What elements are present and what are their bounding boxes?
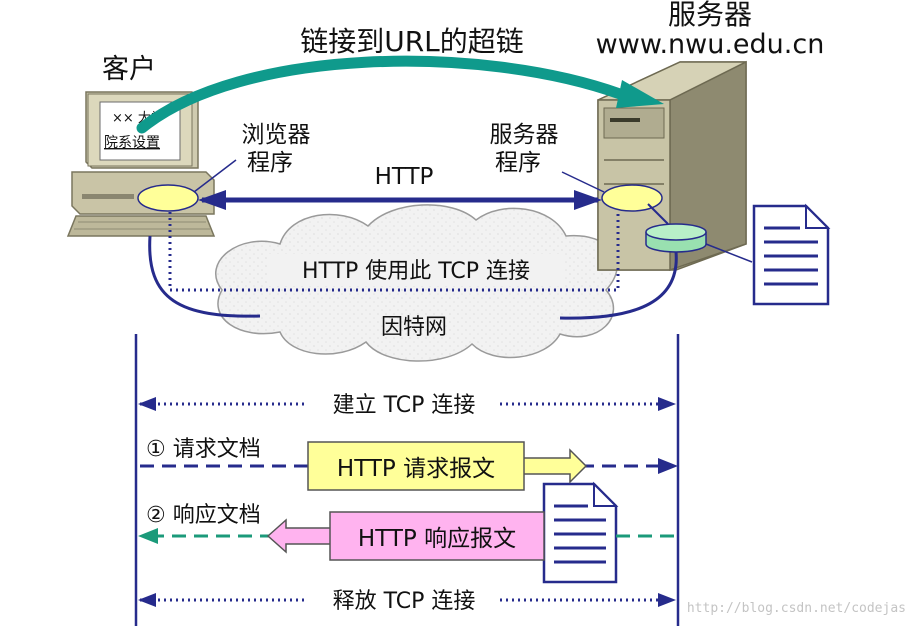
http-arrow-right xyxy=(574,190,602,210)
internet-label: 因特网 xyxy=(381,315,447,340)
request-message-label: HTTP 请求报文 xyxy=(337,456,495,482)
release-tcp-label: 释放 TCP 连接 xyxy=(333,589,476,614)
server-document-icon xyxy=(752,203,831,306)
release-arrow-left xyxy=(138,593,156,607)
watermark: http://blog.csdn.net/codejas xyxy=(687,601,906,616)
request-arrow xyxy=(658,458,678,474)
client-internet-wire xyxy=(148,235,261,318)
server-title: 服务器 xyxy=(668,0,752,31)
request-message-box xyxy=(307,441,525,491)
server-host: www.nwu.edu.cn xyxy=(596,29,825,60)
response-block-arrow xyxy=(266,518,333,554)
server-program-node xyxy=(601,184,663,212)
establish-tcp-label: 建立 TCP 连接 xyxy=(333,393,476,418)
response-document-icon xyxy=(542,481,619,584)
request-block-arrow xyxy=(521,448,588,484)
program-db-link xyxy=(647,203,669,225)
http-arrow-left xyxy=(198,190,226,210)
response-message-label: HTTP 响应报文 xyxy=(358,526,516,552)
tcp-connection-path xyxy=(168,212,620,292)
tcp-usage-label: HTTP 使用此 TCP 连接 xyxy=(302,259,530,284)
server-program-label-line1: 服务器 xyxy=(490,122,559,148)
db-doc-link xyxy=(705,243,753,263)
server-label-pointer xyxy=(561,171,605,193)
hyperlink-arrow xyxy=(136,55,626,134)
browser-label-line1: 浏览器 xyxy=(242,122,311,148)
client-title: 客户 xyxy=(102,54,156,85)
response-step-label: ② 响应文档 xyxy=(146,503,261,528)
request-step-label: ① 请求文档 xyxy=(146,437,261,462)
response-message-box xyxy=(329,511,545,561)
browser-program-node xyxy=(137,184,199,212)
response-arrow xyxy=(138,528,158,544)
establish-arrow-right xyxy=(658,397,676,411)
database-icon xyxy=(645,223,707,253)
hyperlink-arrow-head xyxy=(616,80,664,108)
browser-label-line2: 程序 xyxy=(247,150,293,176)
hyperlink-label: 链接到URL的超链 xyxy=(300,25,524,58)
browser-label-pointer xyxy=(193,159,237,193)
establish-arrow-left xyxy=(138,397,156,411)
client-screen-link[interactable]: 院系设置 xyxy=(104,135,160,151)
http-label: HTTP xyxy=(375,164,434,190)
release-arrow-right xyxy=(658,593,676,607)
server-program-label-line2: 程序 xyxy=(495,150,541,176)
server-internet-wire xyxy=(559,251,678,320)
